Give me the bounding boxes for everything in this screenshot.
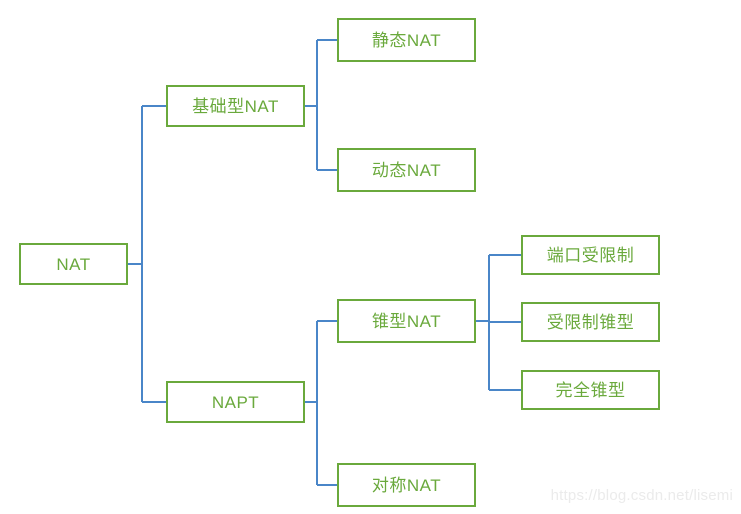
node-dynamic-nat[interactable]: 动态NAT bbox=[337, 148, 476, 192]
node-cone-nat[interactable]: 锥型NAT bbox=[337, 299, 476, 343]
node-label: NAT bbox=[56, 254, 91, 274]
node-label: 端口受限制 bbox=[546, 245, 635, 265]
node-full-cone[interactable]: 完全锥型 bbox=[521, 370, 660, 410]
node-label: 锥型NAT bbox=[371, 311, 442, 331]
node-napt[interactable]: NAPT bbox=[166, 381, 305, 423]
node-label: NAPT bbox=[211, 392, 260, 412]
node-label: 受限制锥型 bbox=[546, 312, 635, 332]
node-port-restricted[interactable]: 端口受限制 bbox=[521, 235, 660, 275]
node-label: 静态NAT bbox=[371, 30, 442, 50]
node-static-nat[interactable]: 静态NAT bbox=[337, 18, 476, 62]
node-restricted-cone[interactable]: 受限制锥型 bbox=[521, 302, 660, 342]
node-label: 完全锥型 bbox=[555, 380, 626, 400]
node-label: 动态NAT bbox=[371, 160, 442, 180]
node-nat[interactable]: NAT bbox=[19, 243, 128, 285]
node-symmetric-nat[interactable]: 对称NAT bbox=[337, 463, 476, 507]
node-basic-nat[interactable]: 基础型NAT bbox=[166, 85, 305, 127]
connector-cone-to-children bbox=[476, 254, 521, 391]
node-label: 基础型NAT bbox=[192, 96, 279, 116]
connector-nat-to-children bbox=[128, 105, 166, 403]
node-label: 对称NAT bbox=[371, 475, 442, 495]
connector-napt-to-children bbox=[305, 320, 337, 486]
connector-basic-to-children bbox=[305, 39, 337, 171]
watermark-text: https://blog.csdn.net/lisemi bbox=[550, 487, 733, 504]
